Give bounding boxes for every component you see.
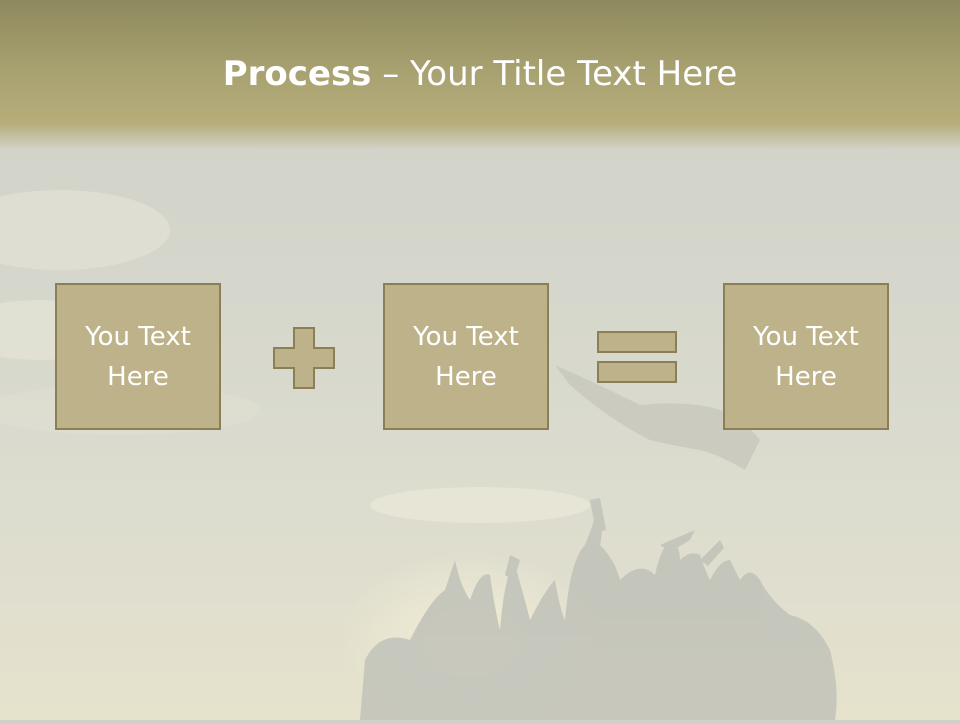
slide-title: Process – Your Title Text Here	[0, 52, 960, 96]
process-box-1-text: You Text Here	[85, 321, 191, 392]
title-rest: – Your Title Text Here	[371, 54, 738, 94]
process-box-3-text: You Text Here	[753, 321, 859, 392]
process-box-2-text: You Text Here	[413, 321, 519, 392]
title-bold: Process	[222, 54, 372, 94]
process-box-2[interactable]: You Text Here	[383, 283, 549, 430]
plus-icon	[273, 327, 335, 389]
process-box-3[interactable]: You Text Here	[723, 283, 889, 430]
process-box-1[interactable]: You Text Here	[55, 283, 221, 430]
equals-icon	[597, 331, 677, 383]
title-band	[0, 0, 960, 150]
